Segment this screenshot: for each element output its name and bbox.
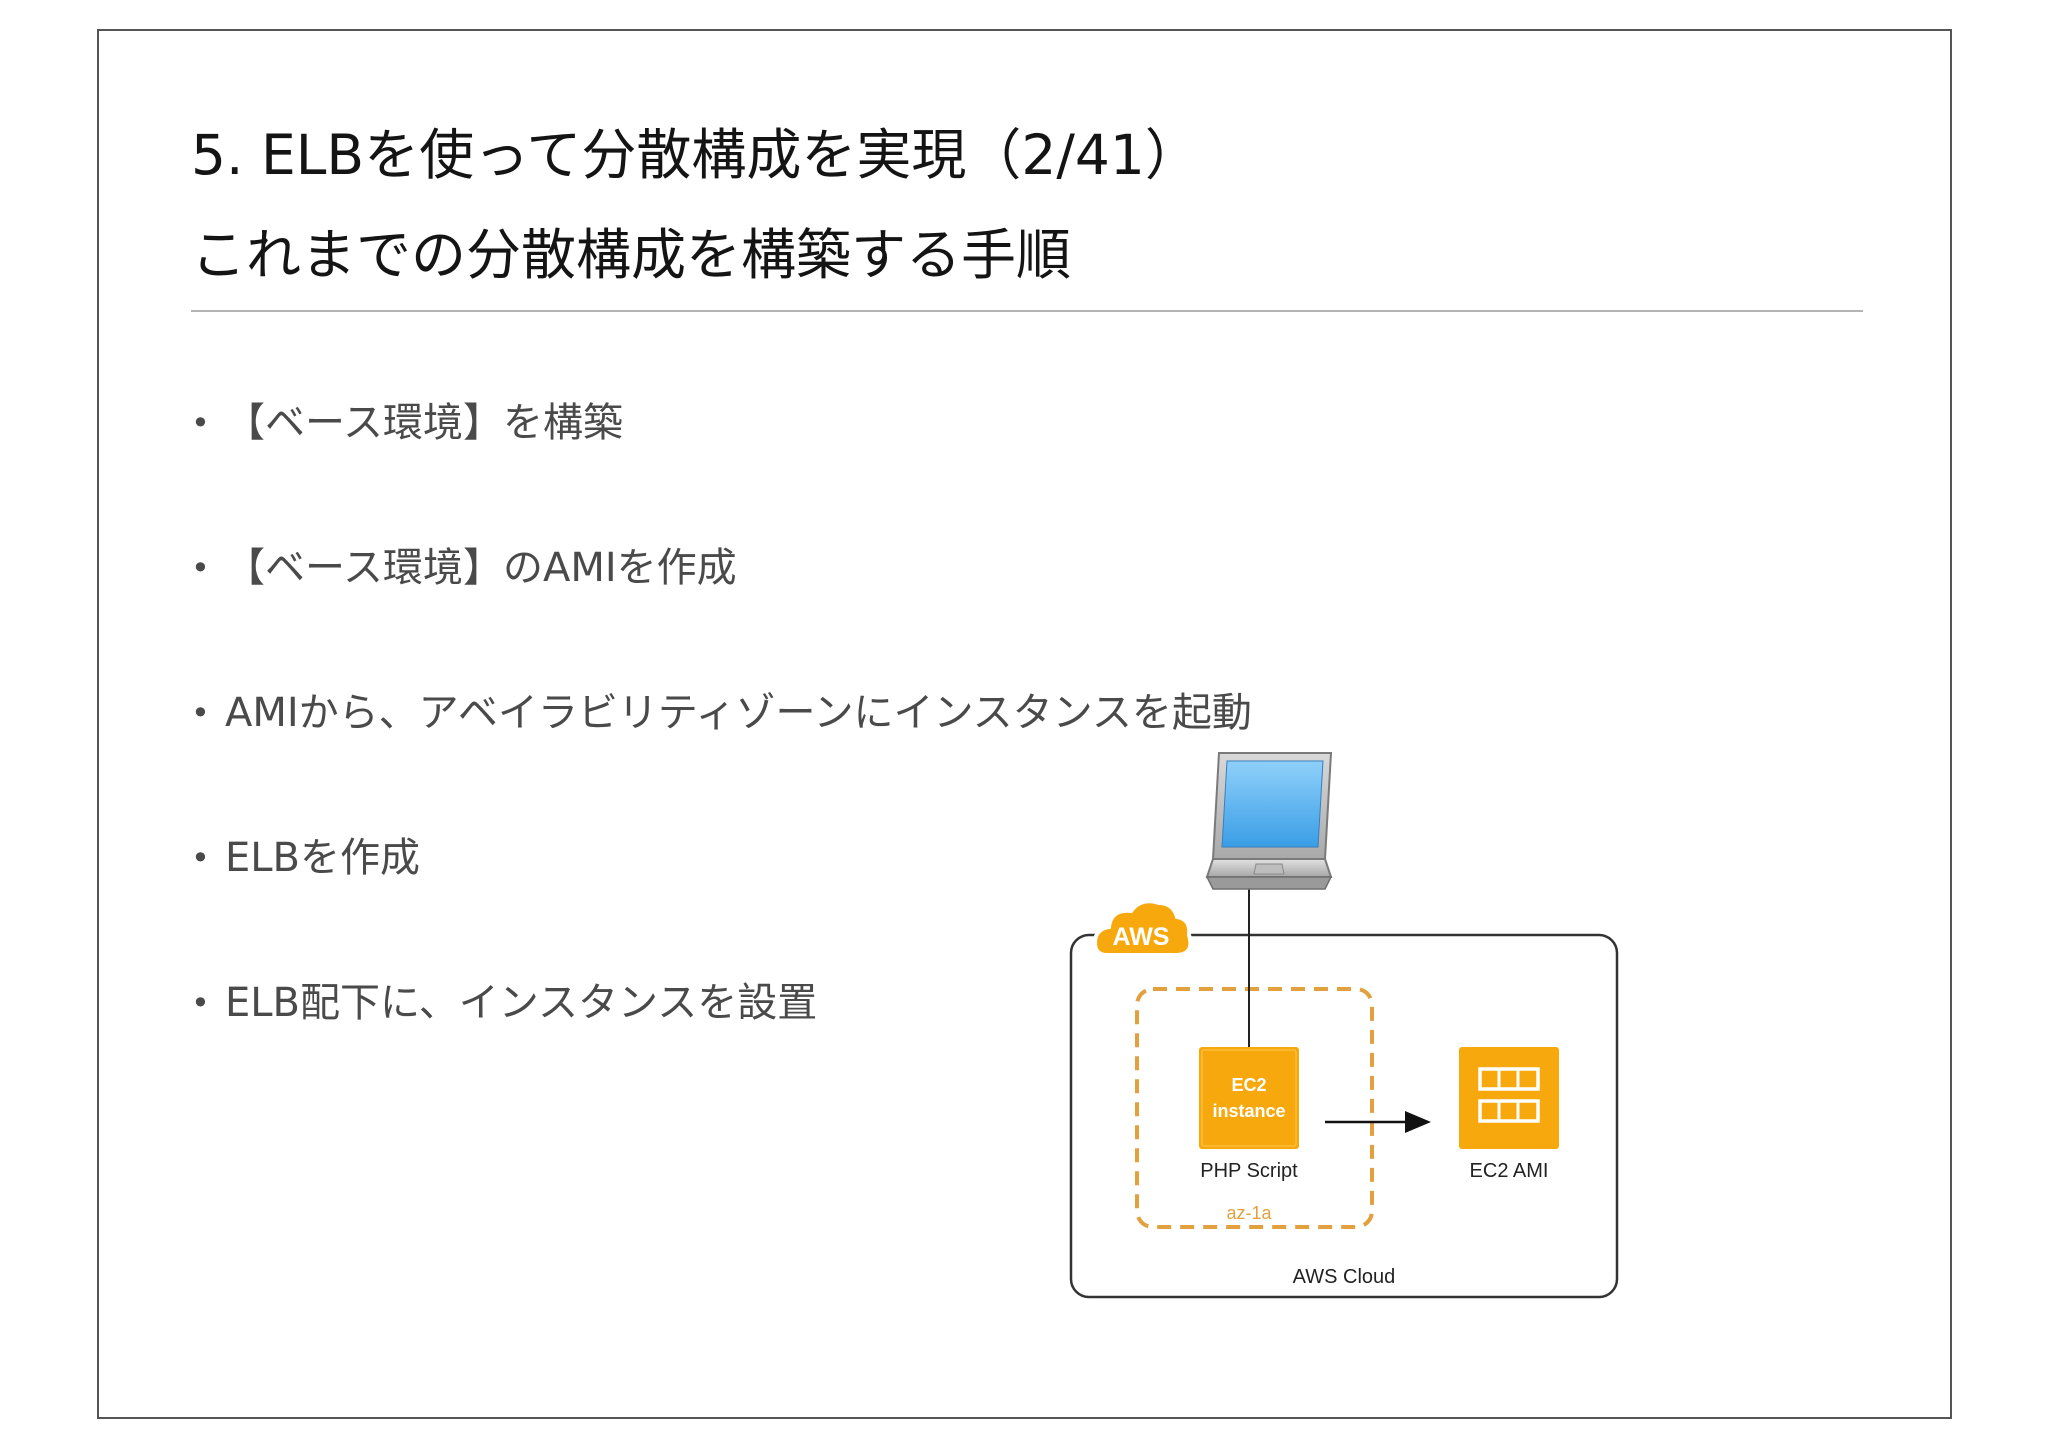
aws-badge-label: AWS	[1113, 923, 1170, 951]
title-divider	[191, 310, 1863, 312]
ami-caption: EC2 AMI	[1470, 1160, 1549, 1182]
slide-title-line-1: 5. ELBを使って分散構成を実現（2/41）	[191, 123, 1200, 187]
bullet-marker: •	[191, 694, 210, 732]
ec2-icon-label-1: EC2	[1231, 1075, 1266, 1095]
laptop-icon	[1205, 752, 1333, 890]
ec2-caption: PHP Script	[1200, 1160, 1298, 1182]
ec2-instance-icon: EC2 instance	[1199, 1047, 1299, 1149]
bullet-marker: •	[191, 839, 210, 877]
aws-cloud-badge-icon: AWS	[1092, 899, 1193, 957]
laptop-base-edge	[1205, 876, 1333, 890]
bullet-text: 【ベース環境】を構築	[225, 400, 623, 446]
ec2-ami-box	[1459, 1047, 1559, 1149]
laptop-screen	[1221, 760, 1324, 848]
arrow-right-icon	[1325, 1111, 1431, 1133]
slide-title: 5. ELBを使って分散構成を実現（2/41） これまでの分散構成を構築する手順	[191, 105, 1200, 305]
aws-cloud-container	[1069, 933, 1619, 1299]
bullet-text: ELB配下に、インスタンスを設置	[225, 980, 818, 1026]
aws-badge-cloud-shape	[1092, 899, 1193, 957]
ec2-icon-label-2: instance	[1212, 1101, 1285, 1121]
architecture-diagram: AWS EC2 instance PHP Script az-1a	[969, 717, 1649, 1337]
ami-grid-row-1	[1478, 1067, 1540, 1091]
bullet-text: ELBを作成	[225, 835, 420, 881]
aws-cloud-border	[1069, 933, 1619, 1299]
slide-title-line-2: これまでの分散構成を構築する手順	[191, 223, 1072, 287]
aws-cloud-label: AWS Cloud	[1293, 1266, 1396, 1288]
laptop-trackpad	[1253, 863, 1285, 875]
bullet-marker: •	[191, 984, 210, 1022]
bullet-text: 【ベース環境】のAMIを作成	[225, 545, 737, 591]
arrow-head	[1405, 1111, 1431, 1133]
ec2-instance-box	[1199, 1047, 1299, 1149]
architecture-diagram-svg: AWS EC2 instance PHP Script az-1a	[1069, 752, 1619, 1299]
availability-zone-box	[1135, 987, 1374, 1229]
ec2-ami-icon	[1459, 1047, 1559, 1149]
slide: 5. ELBを使って分散構成を実現（2/41） これまでの分散構成を構築する手順…	[97, 29, 1952, 1419]
bullet-marker: •	[191, 404, 210, 442]
ami-grid-row-2	[1478, 1099, 1540, 1123]
bullet-marker: •	[191, 549, 210, 587]
ec2-instance-highlight	[1201, 1049, 1297, 1147]
bullet-text: AMIから、アベイラビリティゾーンにインスタンスを起動	[225, 690, 1252, 736]
availability-zone-label: az-1a	[1226, 1203, 1272, 1223]
